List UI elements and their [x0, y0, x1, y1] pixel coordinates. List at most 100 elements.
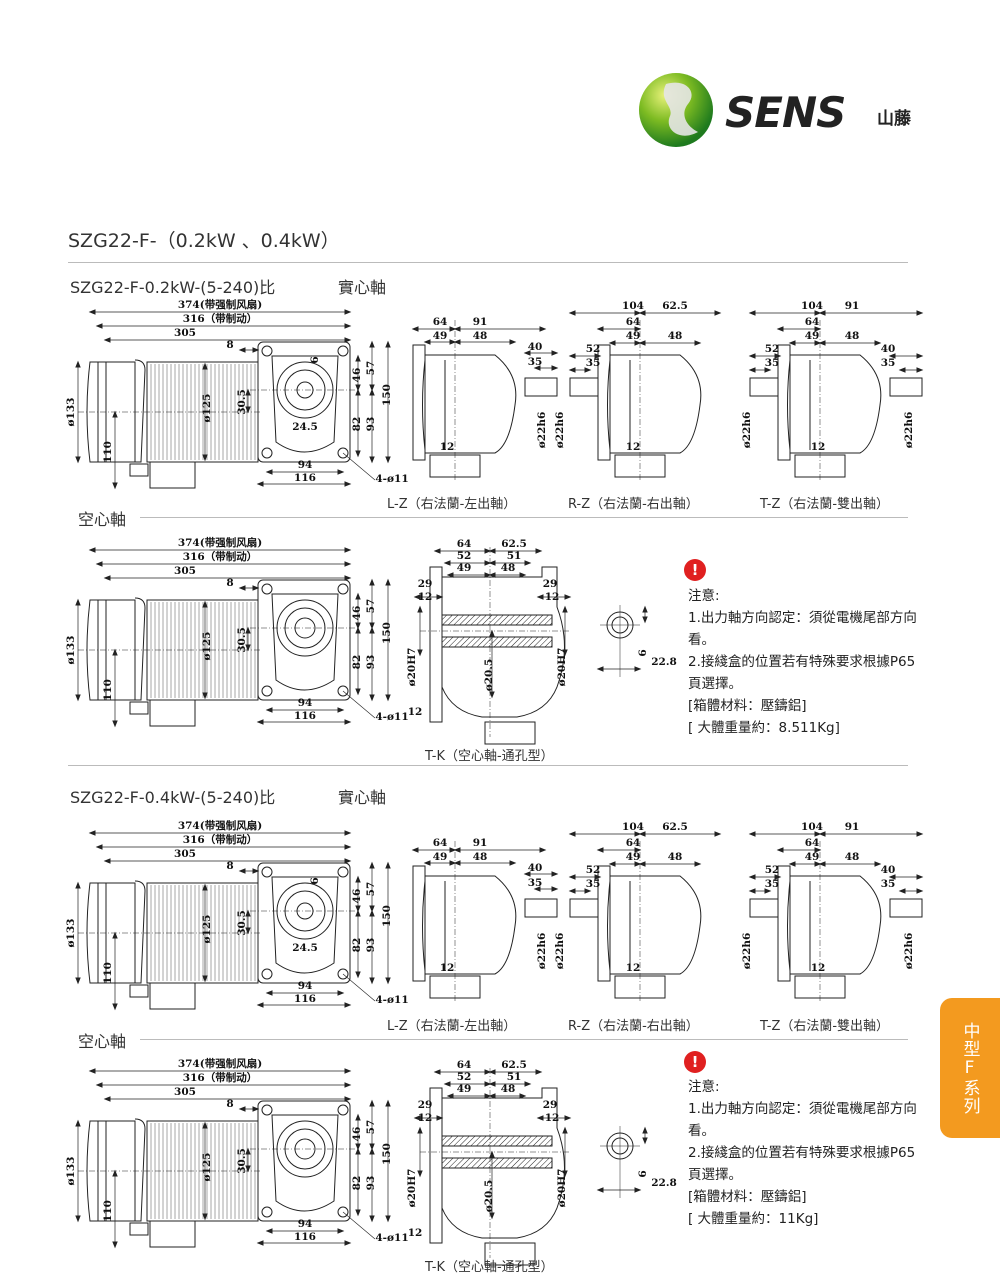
arrow — [369, 1147, 375, 1223]
bolt-hole — [337, 447, 349, 459]
output-shaft — [569, 377, 599, 397]
flange-plate — [412, 344, 426, 461]
series-side-tab[interactable]: 中型F系列 — [940, 998, 1000, 1138]
dimension-label: ø133 — [65, 398, 77, 427]
divider — [68, 262, 908, 263]
arrow — [562, 1126, 568, 1178]
dimension-label: 57 — [365, 361, 377, 376]
dimension-label: 316（带制动） — [183, 1071, 257, 1084]
arrow — [95, 1082, 352, 1088]
bolt-hole — [337, 1104, 349, 1116]
arrow — [488, 1093, 527, 1099]
arrow — [369, 861, 375, 913]
arrow — [748, 888, 772, 894]
arrow — [423, 339, 457, 345]
dimension-label: 40 — [881, 864, 896, 876]
cable-gland — [129, 463, 149, 477]
drawing-line — [271, 876, 339, 974]
arrow — [238, 1106, 260, 1112]
arrow — [596, 1187, 642, 1193]
dimension-label: 8 — [226, 339, 233, 351]
dimension-label: 4-ø11 — [375, 994, 408, 1006]
hollow-shaft-section — [441, 636, 553, 648]
output-shaft — [749, 377, 779, 397]
dimension-label: 30.5 — [236, 389, 248, 415]
arrow — [385, 1099, 391, 1223]
arrow — [608, 340, 642, 346]
arrow — [103, 337, 352, 343]
dimension-label: 40 — [528, 341, 543, 353]
gearbox-housing — [441, 566, 565, 718]
arrow — [523, 871, 559, 877]
flange-plate — [777, 344, 791, 461]
arrow — [568, 874, 602, 880]
drawing-line — [134, 1118, 146, 1222]
arrow — [369, 388, 375, 464]
dimension-label: 52 — [457, 550, 472, 562]
dimension-label: 94 — [298, 697, 313, 709]
bolt-hole — [261, 866, 273, 878]
dimension-label: 48 — [501, 1083, 516, 1095]
arrow — [265, 1228, 345, 1234]
bolt-hole — [337, 1206, 349, 1218]
dimension-label: 104 — [622, 821, 644, 833]
dimension-label: ø22h6 — [741, 412, 753, 449]
arrow — [453, 339, 517, 345]
dimension-label: 110 — [102, 962, 114, 984]
dimension-label: 12 — [418, 1112, 433, 1124]
arrow — [446, 1093, 492, 1099]
view-caption-tz: T-Z（右法蘭-雙出軸） — [760, 497, 890, 512]
arrow — [245, 388, 251, 414]
bolt-hole — [337, 968, 349, 980]
arrow — [385, 340, 391, 464]
arrow — [596, 666, 642, 672]
gearbox-housing — [424, 354, 517, 454]
dimension-label: 4-ø11 — [375, 711, 408, 723]
flange — [257, 341, 351, 463]
dimension-label: 30.5 — [236, 627, 248, 653]
dimension-label: 305 — [174, 1086, 196, 1098]
shaft-keyway-detail: 622.8 — [596, 1126, 677, 1198]
bolt-hole — [337, 583, 349, 595]
divider — [68, 765, 908, 766]
arrow — [776, 847, 822, 853]
arrow — [562, 605, 568, 657]
arrow — [413, 594, 444, 600]
dimension-label: 82 — [351, 1176, 363, 1191]
notes: 注意: 1.出力軸方向認定：須從電機尾部方向看。 2.接綫盒的位置若有特殊要求根… — [688, 585, 918, 739]
arrow — [638, 831, 722, 837]
arrow — [488, 548, 543, 554]
dimension-label: 24.5 — [292, 421, 318, 433]
arrow — [369, 909, 375, 985]
dimension-label: 12 — [440, 962, 455, 974]
dimension-label: 316（带制动） — [183, 550, 257, 563]
brand-logo-cn: 山藤 — [877, 109, 911, 129]
arrow — [446, 572, 492, 578]
arrow — [75, 881, 81, 985]
dimension-label: 82 — [351, 417, 363, 432]
drawing-line — [607, 359, 631, 451]
cable-gland — [129, 1222, 149, 1236]
dimension-label: 93 — [365, 938, 377, 953]
solid-shaft-label: 實心軸 — [338, 788, 387, 807]
dimension-label: 62.5 — [662, 821, 688, 833]
arrow — [417, 605, 423, 657]
dimension-label: 49 — [433, 851, 448, 863]
arrow — [265, 707, 345, 713]
arrow — [638, 310, 722, 316]
dimension-label: 305 — [174, 848, 196, 860]
dimension-label: 12 — [626, 962, 641, 974]
dimension-label: 35 — [586, 357, 601, 369]
note-item: 2.接綫盒的位置若有特殊要求根據P65頁選擇。 — [688, 654, 916, 692]
dimension-label: ø22h6 — [554, 933, 566, 970]
divider — [140, 517, 908, 518]
dimension-label: 48 — [501, 562, 516, 574]
output-shaft — [524, 898, 558, 918]
arrow — [788, 340, 822, 346]
dimension-label: 57 — [365, 882, 377, 897]
dimension-label: 48 — [473, 330, 488, 342]
arrow — [417, 1126, 423, 1178]
arrow — [202, 600, 208, 700]
